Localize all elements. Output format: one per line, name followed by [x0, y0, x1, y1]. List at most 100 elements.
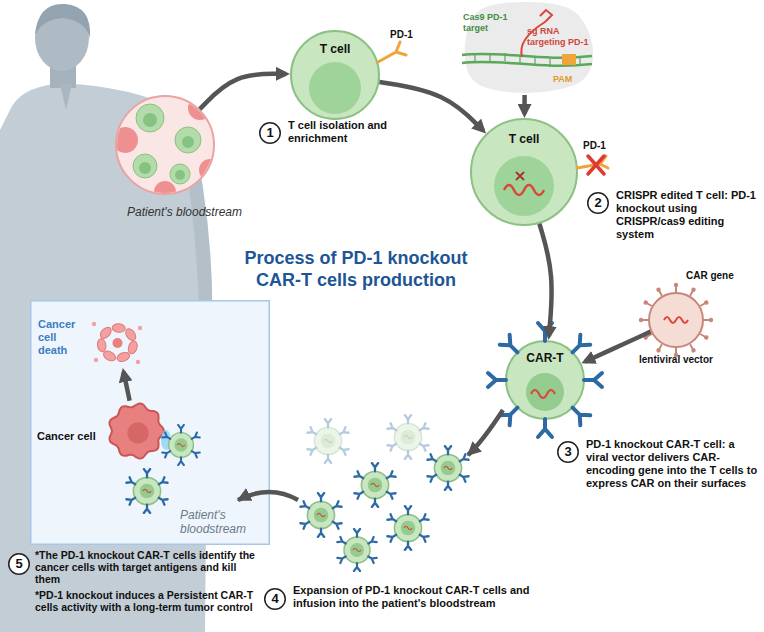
pd1-receptor	[378, 42, 406, 62]
car-receptors	[488, 373, 506, 387]
pd1-receptor	[378, 42, 406, 62]
t-cell-outline	[291, 31, 379, 119]
blood-cells	[112, 96, 221, 203]
node-text: *PD-1 knockout induces a Persistent CAR-…	[35, 589, 263, 613]
illustration-part	[265, 589, 286, 610]
car-receptors	[538, 323, 552, 341]
process-arrow	[522, 95, 527, 114]
car-t-cell-outline	[506, 341, 584, 419]
dying-cancer-cell-outline	[92, 322, 142, 364]
callout-number: 2	[587, 192, 609, 214]
illustration-part	[127, 340, 139, 355]
car-receptors	[584, 373, 602, 387]
callout-number: 4	[264, 588, 286, 610]
illustration-part	[116, 351, 131, 364]
illustration-part	[506, 341, 584, 419]
node-text: Expansion of PD-1 knockout CAR-T cells a…	[293, 584, 555, 610]
step-callout-outline	[588, 193, 609, 214]
viral-spikes	[674, 283, 678, 292]
step-callout: 2CRISPR edited T cell: PD-1 knockout usi…	[587, 192, 609, 214]
viral-spikes	[688, 343, 696, 353]
callout-number: 1	[259, 122, 281, 144]
knocked-out-pd1	[577, 156, 608, 174]
patient-figure	[60, 84, 72, 110]
node-text: CAR gene	[686, 270, 748, 282]
bloodstream-circle-outline	[116, 96, 214, 194]
cancer-cell: Cancer cell	[105, 400, 167, 462]
callout-number: 5	[8, 553, 30, 575]
illustration-part	[9, 554, 30, 575]
illustration-part	[291, 31, 379, 119]
expanded-car-t-cells	[387, 506, 428, 550]
viral-spikes	[639, 318, 648, 322]
step-callout: 5*The PD-1 knockout CAR-T cells identify…	[8, 553, 30, 575]
illustration-part	[127, 422, 148, 443]
illustration-part	[260, 123, 281, 144]
illustration-part	[113, 338, 123, 348]
illustration-part	[94, 358, 98, 362]
expanded-car-t-cells	[307, 419, 348, 463]
viral-spikes	[643, 299, 653, 307]
step-callout-outline	[265, 589, 286, 610]
step-callout-outline	[260, 123, 281, 144]
node-text: PD-1 knockout CAR-T cell: a viral vector…	[586, 438, 758, 490]
t-cell: T cell	[290, 30, 380, 120]
step-callout: 4Expansion of PD-1 knockout CAR-T cells …	[264, 588, 286, 610]
receptor-label: PD-1	[583, 140, 623, 152]
expanded-car-t-cells	[427, 446, 468, 490]
dying-cancer-cell-shape	[90, 318, 145, 368]
process-arrow	[200, 74, 286, 109]
step-callout-outline	[9, 554, 30, 575]
illustration-part	[138, 326, 142, 330]
patient-figure	[35, 5, 89, 71]
process-arrow	[539, 224, 551, 336]
node-text: Cancer cell death	[38, 318, 88, 357]
receptor-label: PD-1	[390, 29, 430, 41]
step-callout: 3PD-1 knockout CAR-T cell: a viral vecto…	[557, 441, 579, 463]
node-text: lentiviral vector	[630, 354, 722, 366]
viral-spikes	[704, 318, 713, 322]
dying-cancer-cell: Cancer cell death	[90, 318, 145, 368]
illustration-part	[558, 442, 579, 463]
bloodstream-inset-outline	[31, 301, 270, 545]
node-text: Cas9 PD-1 target	[463, 12, 521, 33]
node-text: Patient's bloodstream	[127, 205, 272, 219]
expanded-car-t-cells	[354, 463, 395, 507]
patient-figure	[35, 4, 90, 38]
node-text: Cancer cell	[37, 430, 103, 443]
edited-t-cell-outline	[471, 119, 577, 225]
cancer-cell-shape	[105, 400, 167, 462]
lentiviral-vector: CAR genelentiviral vector	[648, 292, 704, 348]
crispr-cas9-complex: Cas9 PD-1 target sg RNA targeting PD-1PAM	[455, 0, 595, 95]
illustration-part	[136, 360, 140, 364]
cancer-cell-outline	[109, 403, 164, 458]
bloodstream-circle: Patient's bloodstream	[115, 95, 215, 195]
lentiviral-vector-outline	[649, 293, 703, 347]
node-text: sg RNA targeting PD-1	[527, 26, 593, 47]
node-text: T cell	[494, 132, 554, 146]
knocked-out-pd1	[588, 156, 604, 174]
expanded-car-t-cells	[387, 415, 428, 459]
car-t-cell: CAR-T	[505, 340, 585, 420]
node-text: CAR-T	[515, 351, 575, 365]
car-receptors	[488, 323, 602, 437]
patient-figure	[50, 62, 76, 88]
callout-number: 3	[557, 441, 579, 463]
illustration-part	[98, 325, 113, 340]
edited-t-cell: T cell	[470, 118, 578, 226]
viral-spikes	[639, 283, 713, 357]
viral-spikes	[655, 343, 663, 353]
viral-spikes	[688, 287, 696, 297]
car-receptors	[538, 419, 552, 437]
illustration-part	[116, 96, 214, 194]
viral-spikes	[655, 287, 663, 297]
node-text: CRISPR edited T cell: PD-1 knockout usin…	[616, 189, 756, 241]
process-arrow	[468, 410, 503, 455]
node-text: PAM	[553, 74, 589, 85]
illustration-part	[97, 338, 107, 352]
viral-spikes	[643, 332, 653, 340]
viral-spikes	[699, 332, 709, 340]
bloodstream-circle-shape	[115, 95, 215, 195]
illustration-part	[649, 293, 703, 347]
